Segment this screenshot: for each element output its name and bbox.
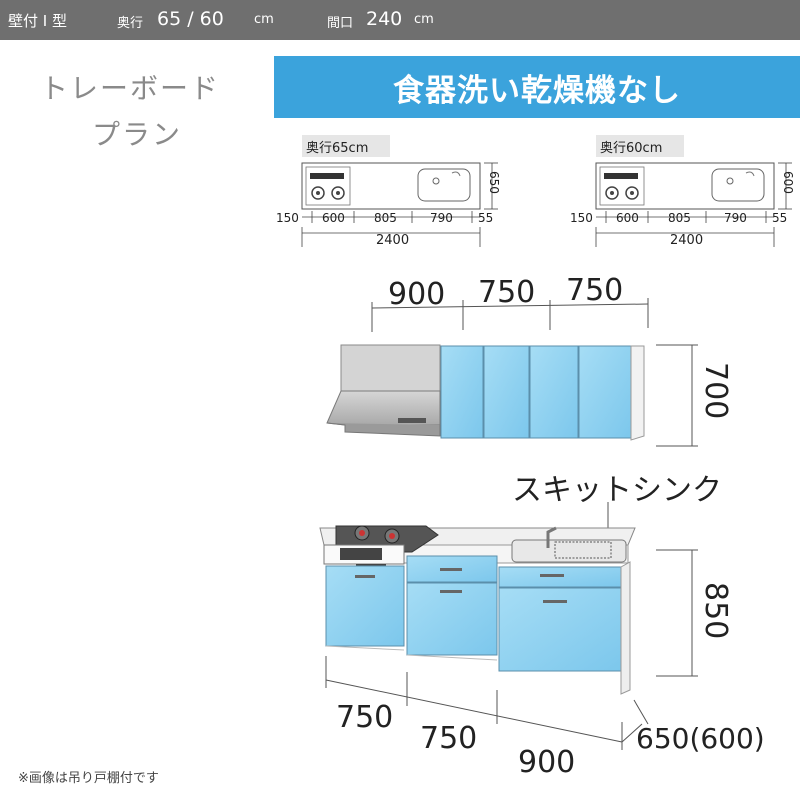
sink-label: スキットシンク bbox=[512, 473, 722, 508]
seg-r-2: 600 bbox=[616, 211, 639, 225]
base-drawer-mid bbox=[406, 582, 498, 656]
plan-tag-right: 奥行60cm bbox=[600, 141, 662, 156]
plan-tag-left: 奥行65cm bbox=[306, 141, 368, 156]
depth-value: 65 / 60 bbox=[157, 8, 224, 30]
wall-width-dims bbox=[371, 298, 649, 332]
seg-l-2: 600 bbox=[322, 211, 345, 225]
seg-l-5: 55 bbox=[478, 211, 493, 225]
footnote: ※画像は吊り戸棚付です bbox=[18, 771, 159, 786]
plan-title: トレーボード プラン bbox=[40, 66, 250, 158]
wall-door bbox=[578, 345, 632, 439]
wall-width-3: 750 bbox=[566, 273, 623, 308]
plan-view-left: 奥行65cm 650 150 600 805 790 55 2400 bbox=[276, 135, 501, 248]
width-unit: cm bbox=[414, 12, 434, 27]
wall-door bbox=[440, 345, 484, 439]
depth-unit: cm bbox=[254, 12, 274, 27]
layout-type: 壁付 I 型 bbox=[8, 12, 67, 30]
hood-switch bbox=[398, 418, 426, 423]
wall-cabinet bbox=[326, 344, 645, 441]
depth-label: 奥行 bbox=[117, 16, 144, 31]
wall-door bbox=[483, 345, 530, 439]
base-width-dims bbox=[325, 656, 649, 750]
wall-height-dim bbox=[656, 344, 698, 447]
base-depth: 650(600) bbox=[636, 722, 765, 755]
plan-title-line2: プラン bbox=[92, 118, 183, 151]
wall-door bbox=[529, 345, 579, 439]
total-left: 2400 bbox=[376, 233, 409, 248]
plan-title-line1: トレーボード bbox=[40, 72, 221, 105]
base-cabinet bbox=[319, 525, 636, 695]
seg-l-3: 805 bbox=[374, 211, 397, 225]
seg-r-4: 790 bbox=[724, 211, 747, 225]
plan-depth-right-label: 600 bbox=[781, 171, 795, 194]
plan-view-right: 奥行60cm 600 150 600 805 790 55 2400 bbox=[570, 135, 795, 248]
total-right: 2400 bbox=[670, 233, 703, 248]
base-width-2: 750 bbox=[420, 721, 477, 756]
base-width-3: 900 bbox=[518, 745, 575, 780]
width-label: 間口 bbox=[327, 16, 354, 31]
plan-tag-bg bbox=[596, 135, 684, 157]
faucet bbox=[546, 526, 557, 548]
wall-width-1: 900 bbox=[388, 277, 445, 312]
dishwasher-banner: 食器洗い乾燥機なし bbox=[274, 56, 800, 118]
base-height: 850 bbox=[698, 582, 733, 639]
seg-l-1: 150 bbox=[276, 211, 299, 225]
width-value: 240 bbox=[366, 8, 403, 30]
seg-r-5: 55 bbox=[772, 211, 787, 225]
base-height-dim bbox=[656, 549, 698, 677]
plan-tag-bg bbox=[302, 135, 390, 157]
plan-depth-left-label: 650 bbox=[487, 171, 501, 194]
wall-width-2: 750 bbox=[478, 275, 535, 310]
seg-r-3: 805 bbox=[668, 211, 691, 225]
sink-bowl bbox=[511, 539, 627, 563]
wall-height: 700 bbox=[698, 362, 733, 419]
top-info-bar: 壁付 I 型 奥行 65 / 60 cm 間口 240 cm bbox=[0, 0, 800, 40]
seg-l-4: 790 bbox=[430, 211, 453, 225]
base-width-1: 750 bbox=[336, 700, 393, 735]
base-door-left bbox=[325, 565, 405, 647]
sink-rack bbox=[554, 541, 612, 559]
seg-r-1: 150 bbox=[570, 211, 593, 225]
